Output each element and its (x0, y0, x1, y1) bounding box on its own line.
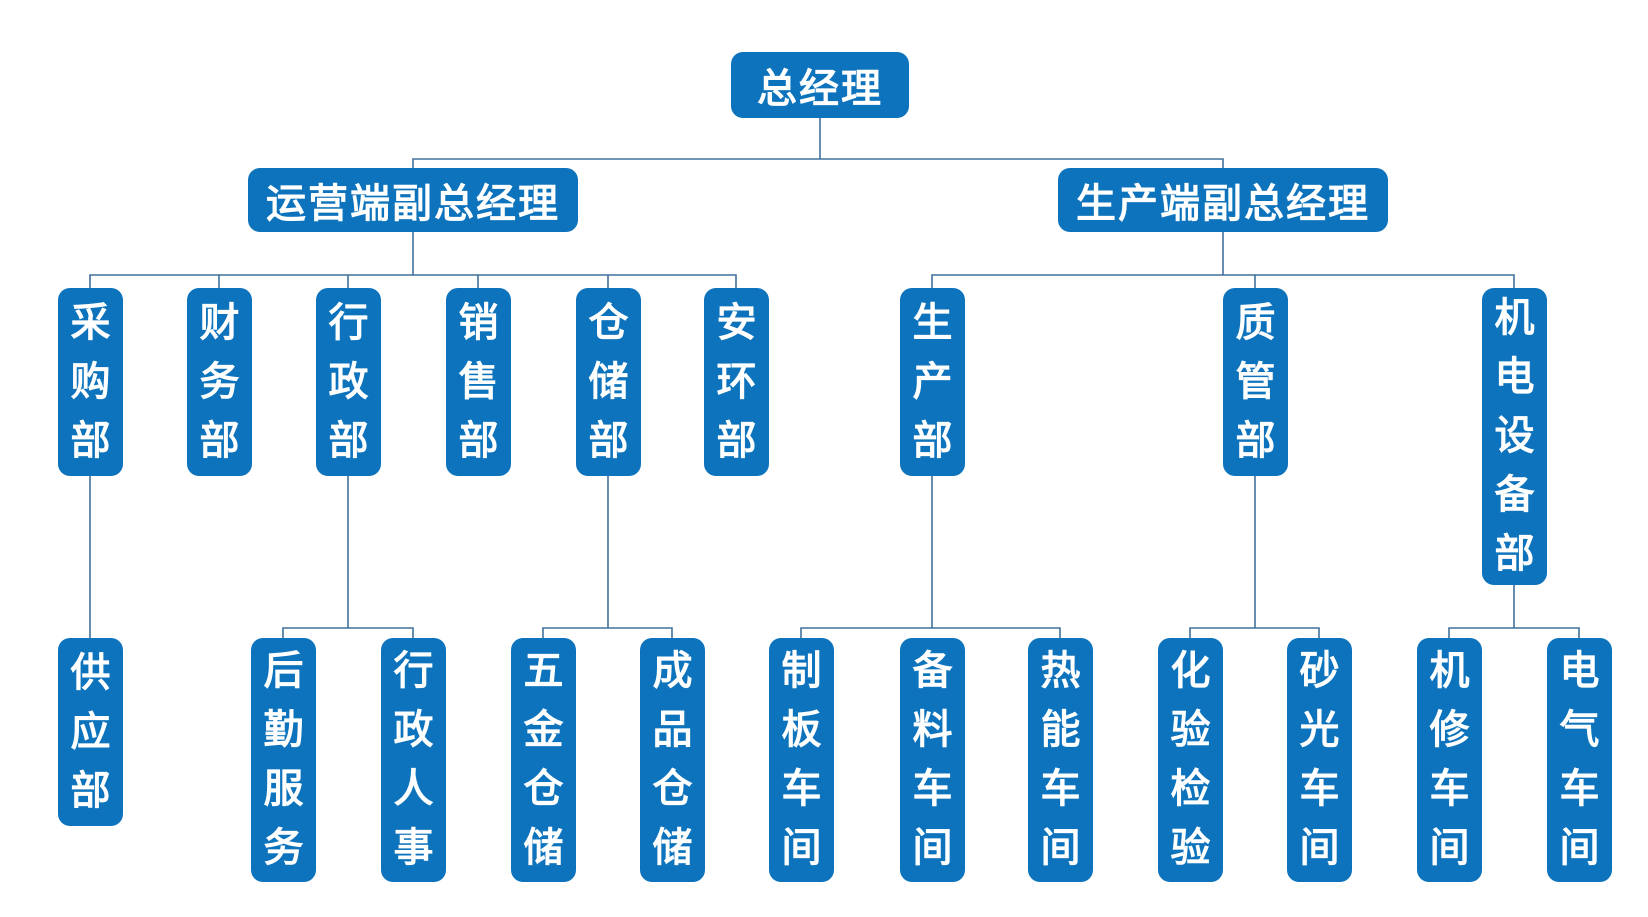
node-electrical-workshop: 电气车间 (1547, 638, 1612, 882)
node-lab-inspection: 化验检验 (1158, 638, 1223, 882)
node-admin-hr: 行政人事 (381, 638, 446, 882)
node-vp-production: 生产端副总经理 (1058, 168, 1388, 232)
node-mech-elec-equipment-dept: 机电设备部 (1482, 288, 1547, 585)
node-sales-dept: 销售部 (446, 288, 511, 476)
node-supply-dept: 供应部 (58, 638, 123, 826)
node-sanding-workshop: 砂光车间 (1287, 638, 1352, 882)
node-thermal-energy-workshop: 热能车间 (1028, 638, 1093, 882)
node-hardware-warehouse: 五金仓储 (511, 638, 576, 882)
node-general-manager: 总经理 (731, 52, 909, 118)
node-finished-goods-warehouse: 成品仓储 (640, 638, 705, 882)
node-admin-dept: 行政部 (316, 288, 381, 476)
node-machine-repair-workshop: 机修车间 (1417, 638, 1482, 882)
node-logistics-service: 后勤服务 (251, 638, 316, 882)
node-safety-env-dept: 安环部 (704, 288, 769, 476)
node-quality-dept: 质管部 (1223, 288, 1288, 476)
node-vp-operations: 运营端副总经理 (248, 168, 578, 232)
node-production-dept: 生产部 (900, 288, 965, 476)
node-warehouse-dept: 仓储部 (576, 288, 641, 476)
node-purchasing-dept: 采购部 (58, 288, 123, 476)
node-finance-dept: 财务部 (187, 288, 252, 476)
node-panel-workshop: 制板车间 (769, 638, 834, 882)
node-material-prep-workshop: 备料车间 (900, 638, 965, 882)
